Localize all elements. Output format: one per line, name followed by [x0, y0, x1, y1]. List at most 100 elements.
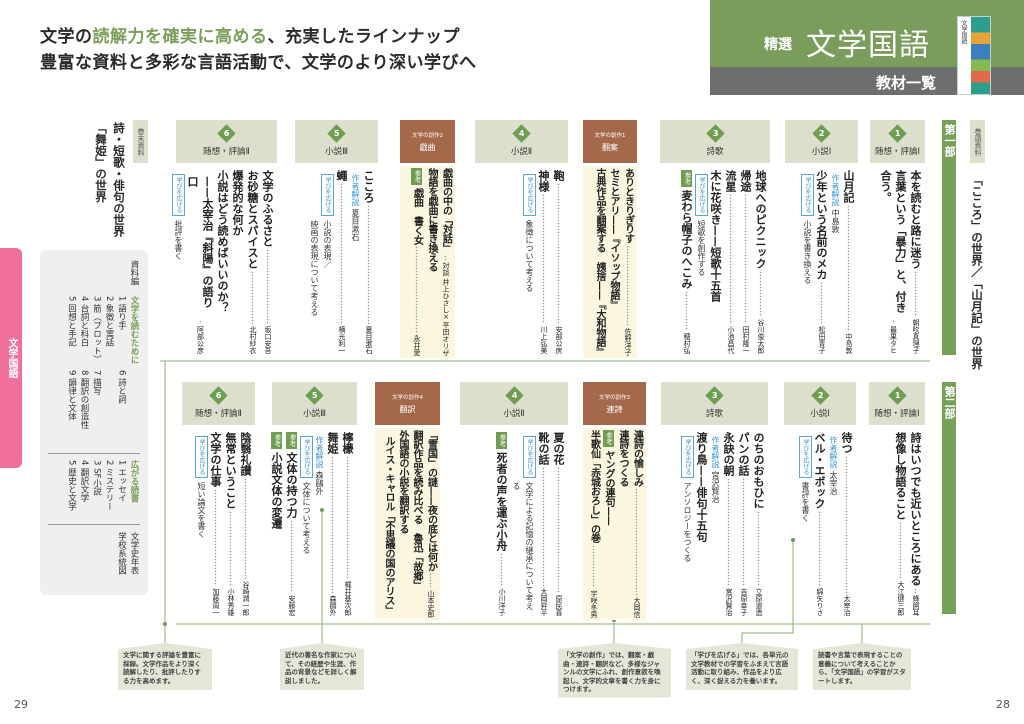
reference-entry[interactable]: 参考小説文体の変遷 [269, 432, 284, 616]
work-entry[interactable]: 言葉という「暴力」と、付き合う。最果タヒ [878, 170, 908, 354]
expand-activity[interactable]: 学びを広げる象徴について考える [523, 170, 536, 354]
expand-activity[interactable]: 学びを広げる短歌を創作する [695, 170, 708, 354]
resource-extra[interactable]: 学校系統図 [116, 532, 127, 575]
expand-activity[interactable]: 学びを広げるアンソロジーをつくる [681, 432, 694, 616]
reference-entry[interactable]: 参考ヤングの連句—— [601, 430, 615, 618]
work-entry[interactable]: 連詩の愉しみ大岡信 [629, 430, 644, 618]
work-entry[interactable]: ——太宰治『斜陽』の語り口阿部公彦 [185, 170, 215, 354]
reference-entry[interactable]: 参考文体の持つ力安藤宏 [284, 432, 299, 616]
expand-activity[interactable]: 学びを広げる小説を書き換える [801, 170, 814, 354]
side-tab[interactable]: 文学国語 [0, 248, 22, 468]
resource-item[interactable]: 3 筋（プロット） [91, 296, 102, 364]
author-note[interactable]: 作者解説夏目漱石 [349, 170, 361, 354]
resource-extra[interactable]: 文学史年表 [129, 532, 139, 575]
resource-item[interactable]: 4 台詞と科白 [79, 296, 89, 347]
expand-activity[interactable]: 学びを広げる文学による記憶の継承について考える [510, 432, 536, 616]
resource-item[interactable]: 5 歴史と文学 [66, 460, 77, 511]
work-entry[interactable]: 夏の花原民喜 [551, 432, 566, 616]
work-entry[interactable]: 渡り鳥——俳句十五句 [694, 432, 709, 616]
resource-item[interactable]: 3 SF小説 [91, 460, 102, 496]
work-entry[interactable]: 翻訳作品を読み比べる 魯迅「故郷」 [409, 430, 423, 618]
resource-item[interactable]: 6 詩と詞 [116, 370, 127, 404]
unit-contents: 本を読むと路に迷う朝吹真理子言葉という「暴力」と、付き合う。最果タヒ [870, 166, 925, 358]
work-entry[interactable]: 帰途田村隆一 [738, 170, 753, 354]
work-entry[interactable]: ベル・エポック綿矢りさ [812, 432, 827, 616]
author-note[interactable]: 作者解説森鷗外 [313, 432, 325, 616]
reference-entry[interactable]: 参考死者の声を運ぶ小舟小川洋子 [494, 432, 509, 616]
work-entry[interactable]: 文学の仕事加藤周一 [208, 432, 223, 616]
expand-activity[interactable]: 学びを広げる文体について考える [300, 432, 313, 616]
reference-entry[interactable]: 参考麦わら帽子のへこみ穂村弘 [679, 170, 694, 354]
work-entry[interactable]: 神様川上弘美 [536, 170, 551, 354]
work-entry[interactable]: 半歌仙「赤城おろし」の巻宇咲冬男 [586, 430, 601, 618]
work-entry[interactable]: 爆発的な何か [230, 170, 245, 354]
work-entry[interactable]: 靴の話大岡昇平 [536, 432, 551, 616]
work-entry[interactable]: こころ夏目漱石 [361, 170, 376, 354]
work-entry[interactable]: 山月記中島敦 [841, 170, 856, 354]
work-entry[interactable]: 想像し物語ること大江健三郎 [893, 432, 908, 616]
work-entry[interactable]: 陰翳礼讃谷崎潤一郎 [238, 432, 253, 616]
author-note-label: 作者解説 [831, 174, 840, 206]
work-entry[interactable]: 文学のふるさと坂口安吾 [260, 170, 275, 354]
work-entry[interactable]: 古典作品を翻案する 姨捨——『大和物語』 [592, 168, 606, 356]
work-entry[interactable]: 少年という名前のメカ松田青子 [814, 170, 829, 354]
author-note[interactable]: 作者解説中島敦 [829, 170, 841, 354]
author-note[interactable]: 作者解説太宰治 [827, 432, 839, 616]
work-entry[interactable]: 地球へのピクニック谷川俊太郎 [753, 170, 768, 354]
resource-item[interactable]: 8 翻訳の創造性 [79, 370, 89, 430]
resource-item[interactable]: 7 描写 [91, 370, 102, 396]
work-entry[interactable]: 永訣の朝宮沢賢治 [721, 432, 736, 616]
expand-activity[interactable]: 学びを広げる短い論文を書く [195, 432, 208, 616]
resource-item[interactable]: 9 韻律と文体 [66, 370, 77, 421]
author-note[interactable]: 作者解説宮沢賢治 [709, 432, 721, 616]
work-entry[interactable]: 外国語の小説を翻訳する [395, 430, 409, 618]
work-entry[interactable]: 舞姫森鷗外 [325, 432, 340, 616]
work-entry[interactable]: セミとアリ——『イソップ物語』 [606, 168, 620, 356]
resource-item[interactable]: 1 エッセイ [116, 460, 127, 503]
work-entry[interactable]: 檸檬梶井基次郎 [340, 432, 355, 616]
resource-item[interactable]: 2 ミステリー [104, 460, 114, 511]
work-entry[interactable]: 「雪国」の謎——夜の底とは何か山本史郎 [423, 430, 438, 618]
expand-activity[interactable]: 学びを広げる書評を書く [799, 432, 812, 616]
work-entry[interactable]: お砂糖とスパイスと北村紗衣 [245, 170, 260, 354]
work-entry[interactable]: 鞄安部公房 [551, 170, 566, 354]
work-entry[interactable]: のちのおもひに立原道造 [751, 432, 766, 616]
resource-item[interactable]: 5 回想と手記 [66, 296, 77, 347]
work-entry[interactable]: 物語を戯曲に書き換える [424, 168, 438, 356]
work-entry[interactable]: パンの話吉原幸子 [736, 432, 751, 616]
reference-entry[interactable]: 参考戯曲 書く女永井愛 [409, 168, 424, 356]
resource-item[interactable]: 2 象徴と寓話 [104, 296, 114, 347]
work-entry[interactable]: 木に花咲き——短歌十五首 [708, 170, 723, 354]
work-entry[interactable]: 戯曲の中の「対話」対談 井上ひさし×平田オリザ [438, 168, 453, 356]
work-entry[interactable]: ルイス・キャロル「不思議の国のアリス」 [381, 430, 395, 618]
work-entry[interactable]: 小説はどう読めばいいのか？ [215, 170, 230, 354]
work-entry[interactable]: 連詩をつくる [615, 430, 629, 618]
work-entry[interactable]: 蠅横光利一 [334, 170, 349, 354]
work-entry[interactable]: 待つ太宰治 [839, 432, 854, 616]
work-entry[interactable]: 本を読むと路に迷う朝吹真理子 [908, 170, 923, 354]
expand-activity[interactable]: 学びを広げる批評を書く [172, 170, 185, 354]
work-entry[interactable]: 無常ということ小林秀雄 [223, 432, 238, 616]
resource-item[interactable]: 1 語り手 [116, 296, 127, 330]
work-entry[interactable]: ありときりぎりす佐野洋子 [620, 168, 635, 356]
resource-item[interactable]: 4 翻訳文学 [79, 460, 89, 503]
work-entry[interactable]: 流星小池昌代 [723, 170, 738, 354]
work-entry[interactable]: 詩はいつでも近いところにある蜂飼耳 [908, 432, 923, 616]
expand-activity[interactable]: 学びを広げる小説の表現／ 映画の表現について考える [308, 170, 334, 354]
